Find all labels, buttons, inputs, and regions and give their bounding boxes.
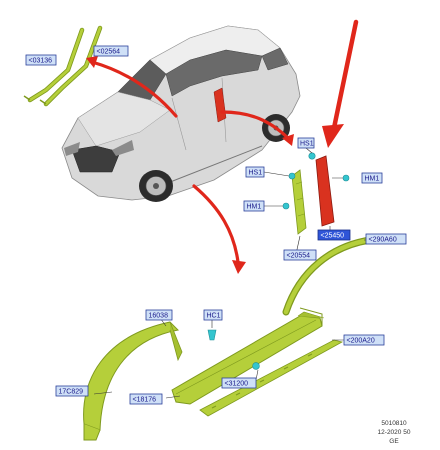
diagram-footer: 5010810 12-2020 50 GE [378, 420, 411, 445]
svg-text:<20554: <20554 [287, 253, 311, 260]
red-arrows [90, 19, 359, 264]
arrow-heads [86, 56, 344, 274]
pillar-trim-group [263, 147, 350, 255]
pillar-trim-red [315, 155, 335, 227]
label-25450[interactable]: <25450 [317, 229, 351, 241]
label-hm1-right[interactable]: HM1 [361, 172, 383, 184]
svg-text:HM1: HM1 [247, 204, 262, 211]
label-03136[interactable]: <03136 [25, 54, 57, 66]
svg-text:HC1: HC1 [207, 313, 221, 320]
label-200a20[interactable]: <200A20 [343, 334, 385, 346]
label-290a60[interactable]: <290A60 [365, 233, 407, 245]
svg-text:HS1: HS1 [300, 141, 314, 148]
label-hs1-left[interactable]: HS1 [245, 166, 265, 178]
label-31200[interactable]: <31200 [221, 377, 257, 389]
label-16038[interactable]: 16038 [145, 309, 173, 321]
arrow-to-roof-trims [90, 60, 178, 118]
clip-hs1-left [288, 172, 296, 180]
svg-text:HS1: HS1 [249, 170, 263, 177]
footer-date: 12-2020 50 [378, 429, 411, 436]
label-18176[interactable]: <18176 [129, 393, 163, 405]
car-illustration [61, 25, 301, 202]
footer-region: GE [389, 438, 399, 445]
svg-text:<31200: <31200 [225, 381, 249, 388]
clip-hs1-top [308, 152, 316, 160]
lower-sill-strip [199, 339, 344, 417]
front-wheel-arch [83, 321, 180, 431]
footer-code: 5010810 [381, 420, 407, 427]
part-labels: <03136 <02564 HS1 HS1 HM1 HM1 <20554 <2 [25, 45, 407, 405]
svg-text:HM1: HM1 [365, 176, 380, 183]
arrow-to-lower-parts [192, 184, 240, 264]
label-hm1-left[interactable]: HM1 [243, 200, 265, 212]
svg-text:<02564: <02564 [97, 49, 121, 56]
label-17c829[interactable]: 17C829 [55, 385, 89, 397]
label-hc1[interactable]: HC1 [203, 309, 223, 321]
clip-hm1-left [282, 202, 290, 210]
arrow-big-diagonal [331, 19, 359, 131]
arrow-to-pillar-group [220, 110, 292, 142]
svg-text:<25450: <25450 [321, 233, 345, 240]
svg-text:<200A20: <200A20 [347, 338, 375, 345]
clip-hm1-right [342, 174, 350, 182]
svg-text:<290A60: <290A60 [369, 237, 397, 244]
label-20554[interactable]: <20554 [283, 249, 317, 261]
svg-text:<18176: <18176 [133, 397, 157, 404]
pillar-trim-green [291, 169, 307, 235]
lower-trim-parts [83, 236, 374, 441]
label-hs1-top[interactable]: HS1 [297, 137, 315, 149]
clip-31200 [252, 362, 260, 370]
svg-text:16038: 16038 [149, 313, 169, 320]
svg-text:<03136: <03136 [29, 58, 53, 65]
clip-hc1 [207, 329, 217, 341]
roof-trim-strips [23, 25, 103, 107]
label-02564[interactable]: <02564 [93, 45, 129, 57]
svg-text:17C829: 17C829 [59, 389, 84, 396]
